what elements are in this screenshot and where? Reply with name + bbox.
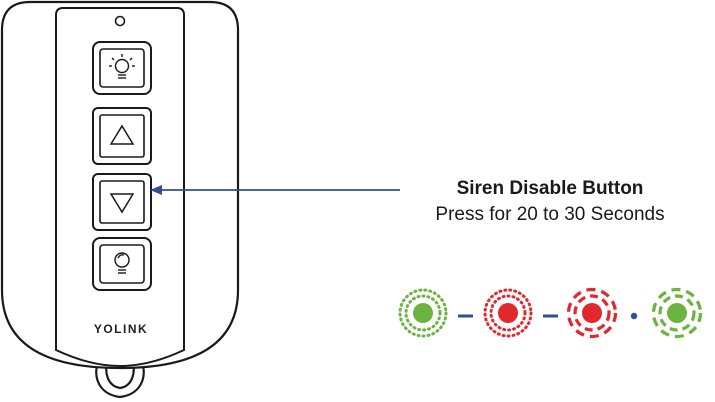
triangle-up-icon	[109, 124, 135, 145]
callout-subtitle: Press for 20 to 30 Seconds	[435, 204, 665, 225]
triangle-down-icon	[109, 193, 135, 214]
led-green-dashed-icon	[651, 287, 703, 339]
up-button[interactable]	[92, 107, 152, 165]
callout-title: Siren Disable Button	[456, 178, 644, 199]
brand-logo: YOLINK	[93, 322, 149, 336]
lightbulb-rays-icon	[109, 54, 135, 79]
light-on-button[interactable]	[92, 41, 152, 95]
callout-arrow	[150, 185, 400, 195]
keyring-loop	[95, 357, 145, 399]
led-sequence	[398, 287, 703, 339]
down-button[interactable]	[92, 173, 152, 231]
led-red-dotted-icon	[483, 288, 533, 338]
led-red-dashed-icon	[566, 287, 618, 339]
light-off-button[interactable]	[92, 237, 152, 291]
led-green-dotted-icon	[398, 288, 448, 338]
sequence-dot	[630, 312, 638, 320]
status-led	[114, 15, 126, 27]
lightbulb-off-icon	[114, 252, 130, 274]
